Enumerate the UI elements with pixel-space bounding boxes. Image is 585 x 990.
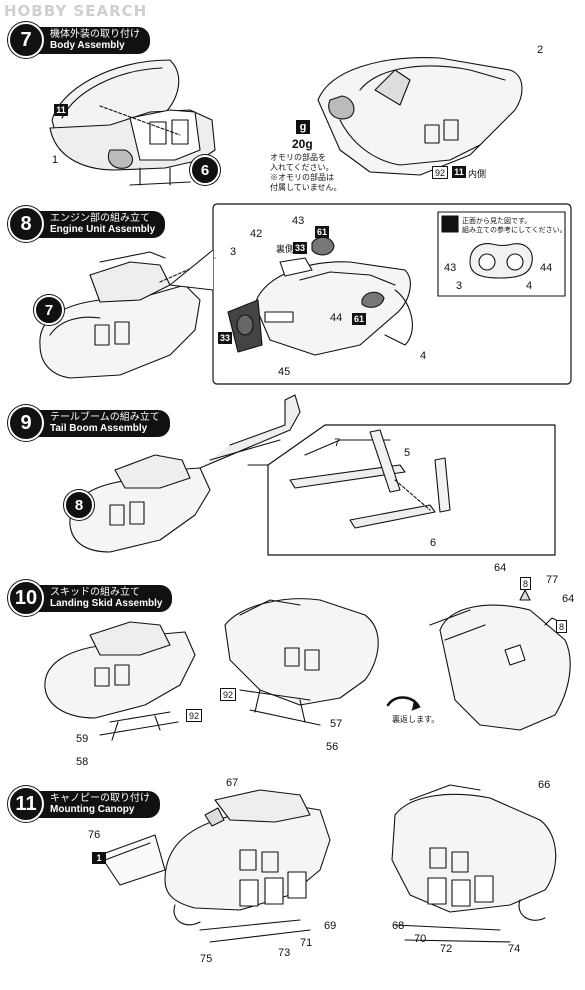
step8-callout-pointer <box>169 249 214 291</box>
weight-value: 20g <box>292 137 313 151</box>
part-77: 77 <box>546 574 559 586</box>
part-70: 70 <box>414 933 427 945</box>
ref-step-6: 6 <box>190 155 220 185</box>
part-box-92: 92 <box>432 166 449 179</box>
part-67: 67 <box>226 777 239 789</box>
weight-note: オモリの部品を 入れてください。 ※オモリの部品は 付属していません。 <box>270 153 342 192</box>
step9-detail-frame <box>267 424 556 556</box>
part-69: 69 <box>324 920 337 932</box>
part-58: 58 <box>76 756 89 768</box>
part-56: 56 <box>326 741 339 753</box>
flip-label: 裏返します。 <box>392 715 440 724</box>
part-44: 44 <box>330 312 343 324</box>
step-title-en: Engine Unit Assembly <box>50 224 156 235</box>
part-box-33b: 33 <box>218 332 233 344</box>
ref-step-7: 7 <box>34 295 64 325</box>
part-59: 59 <box>76 733 89 745</box>
part-box-92b: 92 <box>220 688 237 701</box>
part-45: 45 <box>278 366 291 378</box>
step-title-en: Landing Skid Assembly <box>50 598 163 609</box>
step-number: 10 <box>8 580 44 616</box>
step9-fuselage <box>69 394 301 553</box>
part-75: 75 <box>200 953 213 965</box>
flip-arrowhead-icon <box>411 699 421 711</box>
part-6: 6 <box>430 537 437 549</box>
weight-icon: g <box>296 120 310 134</box>
step-title-jp: テールブームの組み立て <box>50 411 160 423</box>
step-number: 9 <box>8 405 44 441</box>
part-1: 1 <box>52 154 59 166</box>
step-title-jp: キャノピーの取り付け <box>50 792 150 804</box>
step10-fuselage-1 <box>44 621 196 741</box>
part-box-8b: 8 <box>556 620 568 633</box>
part-76: 76 <box>88 829 101 841</box>
part-73: 73 <box>278 947 291 959</box>
inset-part-44: 44 <box>540 262 553 274</box>
step11-fuselage-left <box>99 789 331 943</box>
inset-part-43: 43 <box>444 262 457 274</box>
part-71: 71 <box>300 937 313 949</box>
part-57: 57 <box>330 718 343 730</box>
part-72: 72 <box>440 943 453 955</box>
part-43: 43 <box>292 215 305 227</box>
step-number: 8 <box>8 206 44 242</box>
step10-fuselage-2 <box>224 598 379 726</box>
part-2: 2 <box>537 44 544 56</box>
part-42: 42 <box>250 228 263 240</box>
step7-fuselage-left <box>49 59 216 186</box>
part-64b: 64 <box>562 593 575 605</box>
step8-engine-parts <box>227 236 413 356</box>
step-number: 7 <box>8 22 44 58</box>
step-title-en: Mounting Canopy <box>50 804 135 815</box>
part-7: 7 <box>334 437 341 449</box>
part-68: 68 <box>392 920 405 932</box>
step-title-en: Tail Boom Assembly <box>50 423 148 434</box>
inner-side-label: 内側 <box>468 169 487 179</box>
front-view-note: 正面から見た図です。 組み立ての参考にしてください。 <box>462 218 567 234</box>
part-box-1: 1 <box>92 852 106 864</box>
step8-front-view-drawing <box>469 243 533 279</box>
rear-side-label: 裏側 <box>276 244 295 254</box>
step8-detail-frame <box>212 203 572 385</box>
ref-step-8: 8 <box>64 490 94 520</box>
part-64a: 64 <box>494 562 507 574</box>
inset-part-3: 3 <box>456 280 463 292</box>
step11-fuselage-right <box>391 784 557 943</box>
step10-underside <box>429 589 571 731</box>
part-box-33: 33 <box>293 242 308 254</box>
step-title-jp: エンジン部の組み立て <box>50 212 150 224</box>
step-title-jp: 機体外装の取り付け <box>50 28 140 40</box>
part-4: 4 <box>420 350 427 362</box>
step-title-jp: スキッドの組み立て <box>50 586 140 598</box>
part-box-11: 11 <box>54 104 68 116</box>
part-box-8a: 8 <box>520 577 532 590</box>
inset-part-4: 4 <box>526 280 533 292</box>
part-box-11-inner: 11 <box>452 166 466 178</box>
part-66: 66 <box>538 779 551 791</box>
watermark: HOBBY SEARCH <box>4 2 148 20</box>
part-74: 74 <box>508 943 521 955</box>
info-icon <box>441 215 459 233</box>
step-title-en: Body Assembly <box>50 40 125 51</box>
part-3: 3 <box>230 246 237 258</box>
step-number: 11 <box>8 786 44 822</box>
step7-fuselage-right <box>317 57 523 176</box>
part-5: 5 <box>404 447 411 459</box>
step9-tail-parts <box>289 429 451 529</box>
part-box-61b: 61 <box>352 313 367 325</box>
part-box-61: 61 <box>315 226 330 238</box>
part-box-92a: 92 <box>186 709 203 722</box>
